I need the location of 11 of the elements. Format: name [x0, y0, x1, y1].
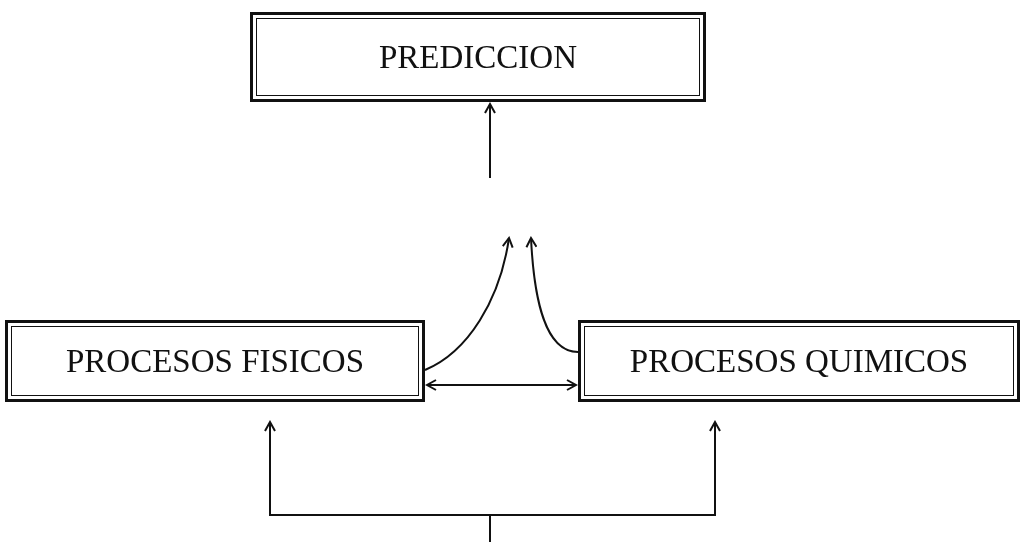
arrow: [525, 237, 579, 353]
process-box: [578, 320, 1020, 402]
arrow: [426, 379, 577, 391]
box-label: PREDICCION: [379, 38, 577, 76]
arrow: [484, 103, 496, 179]
process-box: [5, 320, 425, 402]
box-label: PROCESOS QUIMICOS: [629, 342, 969, 380]
box-label: PROCESOS FISICOS: [66, 342, 364, 380]
process-box: [250, 12, 706, 102]
arrow: [489, 421, 721, 543]
arrow: [424, 237, 514, 371]
